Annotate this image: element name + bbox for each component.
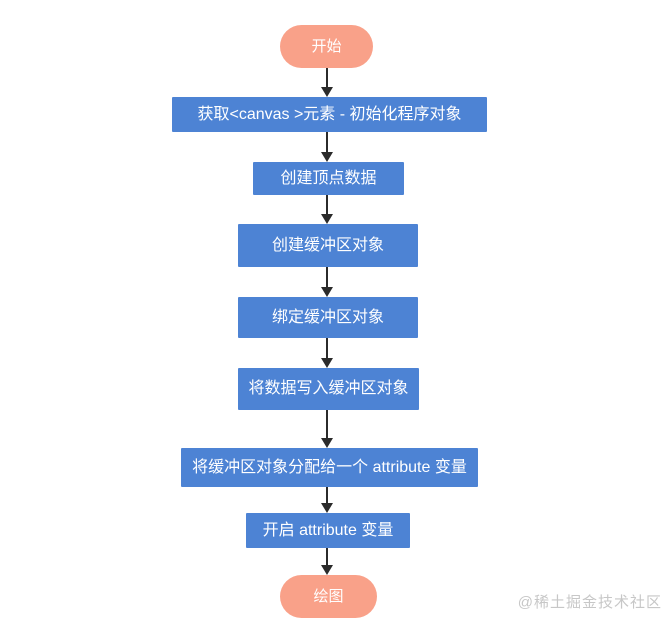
arrow-down-icon xyxy=(320,487,334,513)
arrow-down-icon xyxy=(320,195,334,224)
flow-node-bind-buffer-label: 绑定缓冲区对象 xyxy=(271,308,384,326)
arrow-down-icon xyxy=(320,410,334,448)
flow-node-create-buffer-label: 创建缓冲区对象 xyxy=(271,236,384,254)
flow-node-start: 开始 xyxy=(280,25,373,68)
flow-node-get-canvas-label: 获取<canvas >元素 - 初始化程序对象 xyxy=(197,105,462,123)
flow-node-write-buffer: 将数据写入缓冲区对象 xyxy=(238,368,419,410)
flow-node-start-label: 开始 xyxy=(311,37,342,55)
flow-node-enable-attribute: 开启 attribute 变量 xyxy=(246,513,410,548)
arrow-down-icon xyxy=(320,338,334,368)
flow-node-draw: 绘图 xyxy=(280,575,377,618)
arrow-down-icon xyxy=(320,68,334,97)
flow-node-assign-attribute: 将缓冲区对象分配给一个 attribute 变量 xyxy=(181,448,478,487)
flow-node-create-vertex: 创建顶点数据 xyxy=(253,162,404,195)
flow-node-assign-attribute-label: 将缓冲区对象分配给一个 attribute 变量 xyxy=(192,458,467,476)
watermark: @稀土掘金技术社区 xyxy=(517,594,662,611)
flow-node-bind-buffer: 绑定缓冲区对象 xyxy=(238,297,418,338)
flow-node-write-buffer-label: 将数据写入缓冲区对象 xyxy=(248,380,409,398)
flow-node-create-buffer: 创建缓冲区对象 xyxy=(238,224,418,267)
flow-node-get-canvas: 获取<canvas >元素 - 初始化程序对象 xyxy=(172,97,487,132)
arrow-down-icon xyxy=(320,548,334,575)
flow-node-create-vertex-label: 创建顶点数据 xyxy=(280,169,377,187)
arrow-down-icon xyxy=(320,132,334,162)
flow-node-enable-attribute-label: 开启 attribute 变量 xyxy=(262,521,394,539)
arrow-down-icon xyxy=(320,267,334,297)
flow-node-draw-label: 绘图 xyxy=(313,587,344,605)
